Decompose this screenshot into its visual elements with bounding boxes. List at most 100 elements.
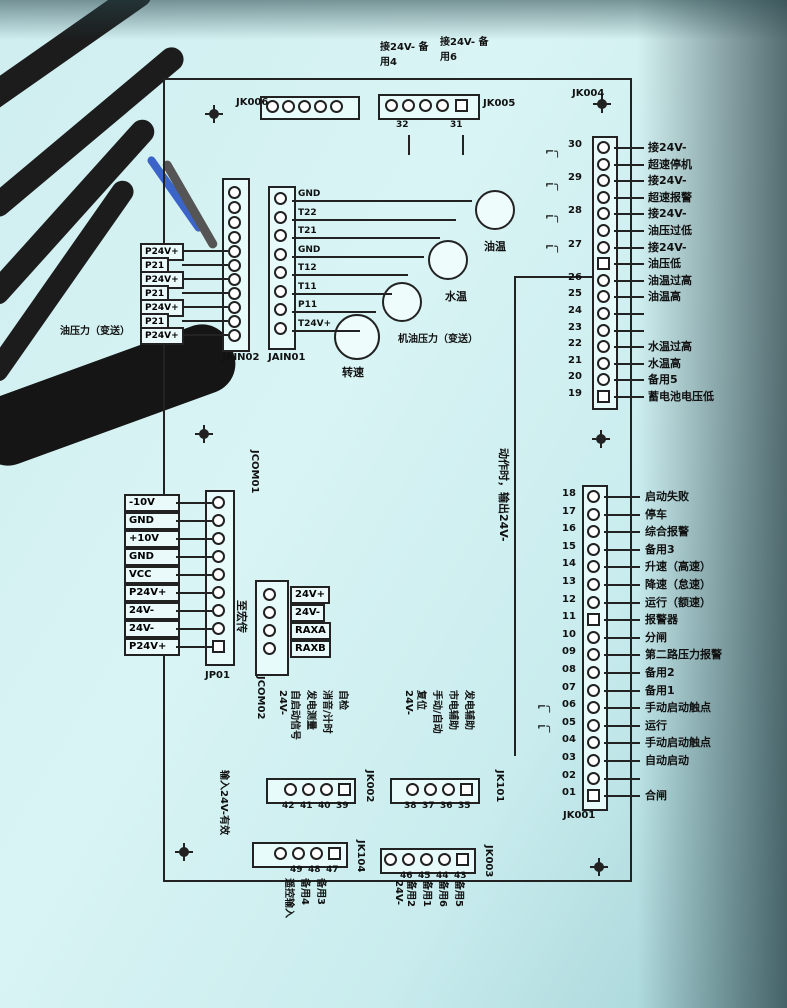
jk002-pin xyxy=(320,783,333,796)
jk004-pin-label: 备用5 xyxy=(648,373,678,387)
jain02-wire xyxy=(182,306,228,308)
jk104-label: JK104 xyxy=(355,840,366,873)
jp01-label: JP01 xyxy=(205,670,230,681)
jk003-label: JK003 xyxy=(483,845,494,878)
jk002-line-label: 自检 xyxy=(337,690,348,710)
jp01-pin xyxy=(212,586,225,599)
jk003-line-label: 24V- xyxy=(393,880,404,906)
jk001-wire xyxy=(604,707,640,710)
jk101-label: JK101 xyxy=(494,770,505,803)
jp01-pin-label: GND xyxy=(124,512,180,530)
jk001-pin-label: 运行（额速） xyxy=(645,595,711,609)
jk101-pin xyxy=(442,783,455,796)
jk004-pin-number: 19 xyxy=(568,388,582,399)
jp01-pin xyxy=(212,604,225,617)
jk001-pin xyxy=(587,630,600,644)
jain01-pin xyxy=(274,229,287,242)
jk004-wire xyxy=(614,346,644,349)
jk004-pin-number: 24 xyxy=(568,305,582,316)
jcom02-pin-label: 24V+ xyxy=(290,586,331,604)
mounting-hole-icon xyxy=(590,858,608,876)
shadow-overlay xyxy=(637,0,787,1008)
sensor-speed-label: 转速 xyxy=(342,366,364,379)
jk002-label: JK002 xyxy=(364,770,375,803)
jk001-pin-number: 13 xyxy=(562,576,576,587)
jk001-pin xyxy=(587,595,600,609)
jk004-wire xyxy=(614,313,644,315)
jk002-note: 输入24V-有效 xyxy=(218,770,229,836)
jk101-pin xyxy=(406,783,419,796)
jain01-pin-label: T24V+ xyxy=(298,318,332,329)
jain02-wire xyxy=(182,334,228,336)
jk104-line-label: 遥控输入 xyxy=(283,878,294,918)
jcom01-label: JCOM01 xyxy=(249,450,260,494)
jk005-pin xyxy=(419,99,432,112)
jk004-pin-number: 25 xyxy=(568,288,582,300)
jk001-pin xyxy=(587,648,600,662)
relay-contact-line xyxy=(408,135,410,155)
jcom02-pin xyxy=(263,624,276,637)
signal-line xyxy=(514,276,594,278)
jk003-pin xyxy=(384,853,397,866)
jk004-pin xyxy=(597,307,610,320)
jcom02-pin xyxy=(263,642,276,655)
jk004-pin xyxy=(597,174,610,188)
jk001-pin-label: 运行 xyxy=(645,718,667,732)
jk002-pin-number: 39 xyxy=(336,801,349,811)
jk004-pin xyxy=(597,390,610,403)
jk001-wire xyxy=(604,672,640,674)
jk001-pin xyxy=(587,771,600,785)
jcom02-pin-label: RAXB xyxy=(290,640,331,658)
jk001-wire xyxy=(604,742,640,745)
jk004-wire xyxy=(614,230,644,232)
jain01-pin-label: P11 xyxy=(298,300,318,310)
jk001-wire xyxy=(604,689,640,692)
jk001-pin xyxy=(587,542,600,556)
jk001-pin xyxy=(587,736,600,750)
jk006-pin xyxy=(298,100,311,113)
jk001-wire xyxy=(604,636,640,639)
jk004-wire xyxy=(614,147,644,149)
jk004-pin-number: 28 xyxy=(568,205,582,217)
jk005-pin xyxy=(402,99,415,112)
jk004-pin-label: 油压过低 xyxy=(648,224,692,237)
jk001-pin-label: 备用3 xyxy=(645,542,675,556)
jk005-pin xyxy=(455,99,468,112)
jain01-wire xyxy=(292,292,392,295)
jk001-pin-number: 07 xyxy=(562,681,576,693)
jk001-label: JK001 xyxy=(563,810,596,821)
jp01-wire xyxy=(176,646,212,648)
jk001-pin-number: 15 xyxy=(562,540,576,552)
jp01-pin-label: P24V+ xyxy=(124,638,180,656)
jk104-line-label: 备用3 xyxy=(315,878,326,905)
top-label-left: 接24V- 备用4 xyxy=(380,42,429,68)
jk004-label: JK004 xyxy=(572,88,605,99)
jain01-pin xyxy=(274,210,287,224)
jk001-pin-number: 05 xyxy=(562,716,576,728)
jain02-wire xyxy=(182,292,228,294)
jk004-pin-label: 油压低 xyxy=(648,257,681,271)
jk002-pin-number: 40 xyxy=(318,801,331,811)
jk001-pin-number: 17 xyxy=(562,505,576,517)
jk001-pin-number: 14 xyxy=(562,558,576,570)
jk001-pin-number: 08 xyxy=(562,664,576,675)
jk101-line-label: 发电辅助 xyxy=(463,690,474,730)
jk001-wire xyxy=(604,601,640,604)
jk101-line-label: 手动/自动 xyxy=(431,690,442,734)
jk005-pin xyxy=(436,99,449,112)
jain02-wire xyxy=(182,320,228,322)
jain02-pin xyxy=(228,301,241,314)
mounting-hole-icon xyxy=(592,430,610,448)
jp01-pin xyxy=(212,550,225,563)
jk004-pin xyxy=(597,224,610,237)
jk001-pin-label: 备用1 xyxy=(645,683,675,697)
jcom02-pin-label: RAXA xyxy=(290,622,331,640)
jk004-pin-label: 油温过高 xyxy=(648,273,692,287)
jk001-pin xyxy=(587,560,600,574)
jain01-wire xyxy=(292,311,376,313)
jp01-pin-label: GND xyxy=(124,548,180,566)
jp01-wire xyxy=(176,502,212,504)
jk001-pin-label: 停车 xyxy=(645,507,667,521)
jk001-pin-label: 升速（高速） xyxy=(645,560,711,574)
relay-symbol: ⌐╮ xyxy=(545,178,561,191)
